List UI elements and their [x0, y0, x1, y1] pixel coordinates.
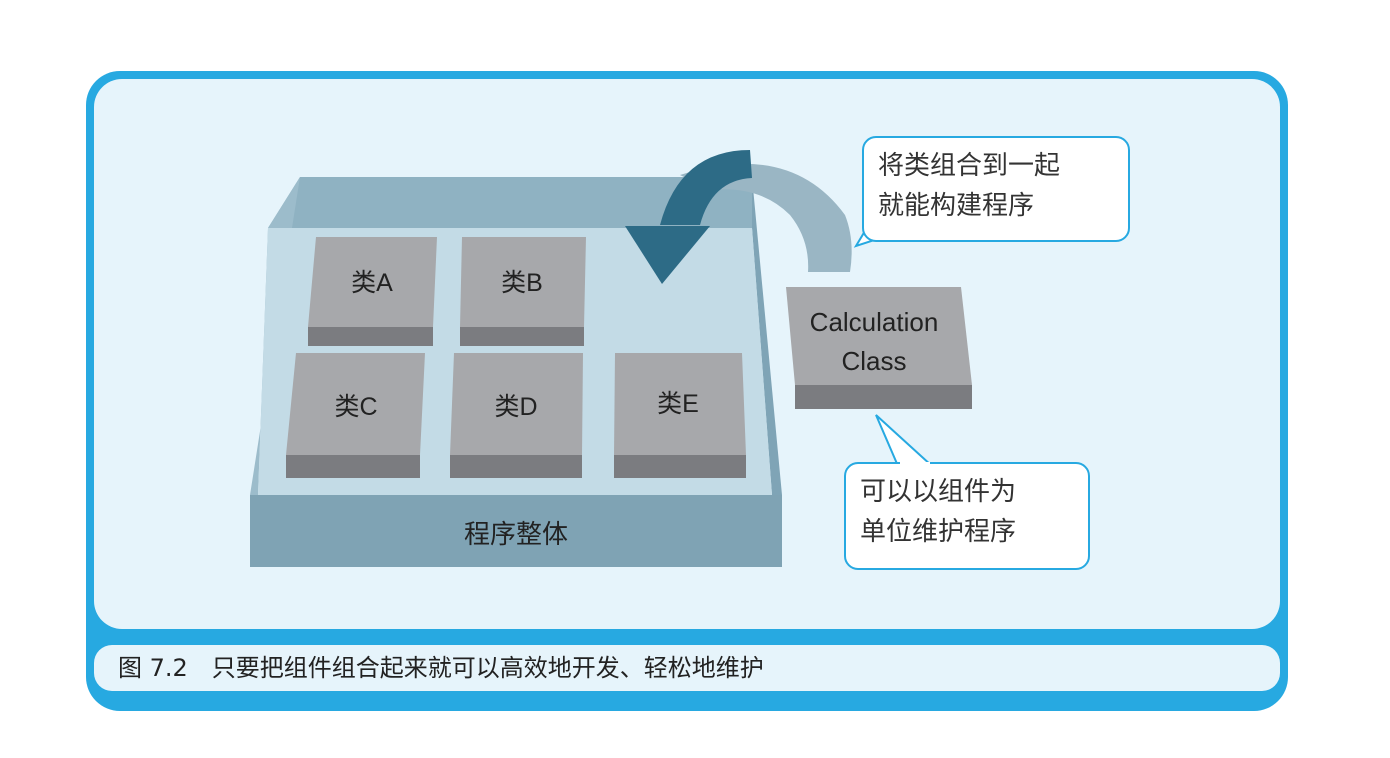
calculation-class-label-line1: Calculation	[810, 307, 939, 337]
arrow-shaft	[660, 150, 752, 225]
arrow-tail	[680, 163, 852, 272]
callout-top-line2: 就能构建程序	[878, 191, 1035, 221]
class-box-c-label: 类C	[334, 393, 377, 421]
arrow-head	[625, 226, 710, 284]
tray-front	[250, 495, 782, 567]
class-box-a-label: 类A	[351, 269, 393, 297]
caption-bar	[94, 645, 1280, 691]
calculation-class-box: Calculation Class	[786, 287, 972, 409]
curved-arrow	[625, 150, 852, 284]
tray-back-wall	[268, 177, 752, 228]
class-box-e: 类E	[614, 353, 746, 478]
class-box-b-label: 类B	[501, 269, 543, 297]
tray-right-wall	[752, 177, 782, 495]
callout-bottom-pointer	[875, 414, 935, 467]
class-box-a: 类A	[308, 237, 437, 346]
figure-caption: 图 7.2 只要把组件组合起来就可以高效地开发、轻松地维护	[118, 654, 764, 682]
callout-top-line1: 将类组合到一起	[878, 151, 1061, 181]
class-box-c: 类C	[286, 353, 425, 478]
program-whole-label: 程序整体	[464, 520, 568, 550]
callout-bottom-line1: 可以以组件为	[860, 477, 1017, 507]
class-box-b: 类B	[460, 237, 586, 346]
callout-top: 将类组合到一起 就能构建程序	[862, 136, 1130, 242]
class-box-d-label: 类D	[494, 393, 537, 421]
callout-bottom: 可以以组件为 单位维护程序	[844, 462, 1090, 570]
calculation-class-label-line2: Class	[841, 346, 906, 376]
class-box-e-label: 类E	[657, 390, 699, 418]
class-box-d: 类D	[450, 353, 583, 478]
callout-bottom-line2: 单位维护程序	[860, 517, 1017, 547]
